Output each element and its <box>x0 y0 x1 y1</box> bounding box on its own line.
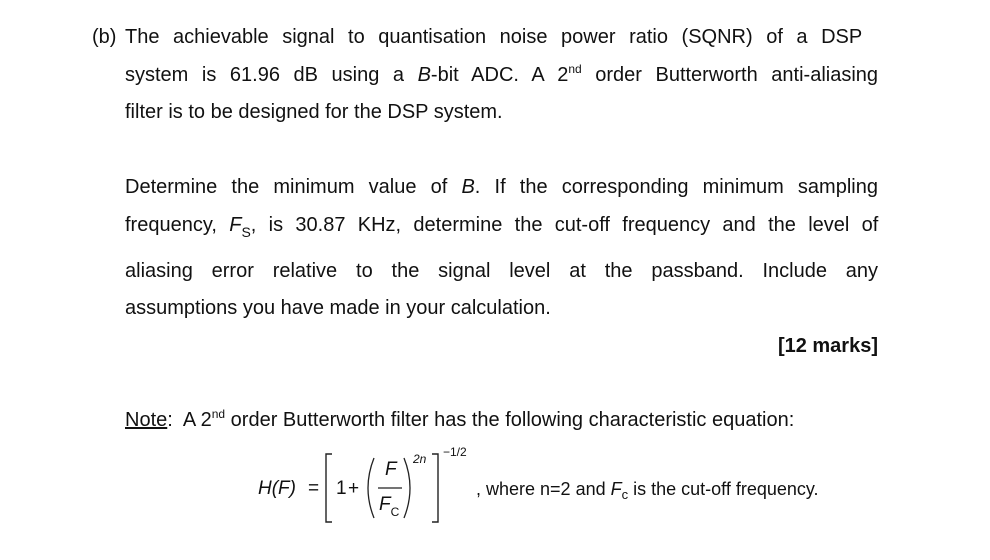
equation-plus: + <box>348 478 360 499</box>
para1-line2-a: system is 61.96 dB using a <box>125 64 418 86</box>
para2-line1-c: . If the corresponding minimum sampling <box>474 176 878 198</box>
para2-line2-c: , is 30.87 KHz, determine the cut-off fr… <box>250 214 879 236</box>
note-text-b: order Butterworth filter has the followi… <box>225 409 795 431</box>
left-square-bracket <box>325 453 332 523</box>
tail-b: is the cut-off frequency. <box>628 479 819 499</box>
ordinal-sup: nd <box>211 407 226 421</box>
right-paren <box>403 457 411 519</box>
right-square-bracket <box>432 453 439 523</box>
variable-f: F <box>229 214 242 236</box>
tail-f: F <box>610 479 622 499</box>
left-paren <box>367 457 375 519</box>
equation-numerator: F <box>385 459 397 481</box>
note-label: Note <box>125 409 168 431</box>
equation-lhs: H(F) <box>258 478 296 500</box>
note-colon: : <box>167 409 173 431</box>
denominator-f: F <box>379 494 391 515</box>
para1-line2: system is 61.96 dB using a B-bit ADC. A … <box>125 62 879 87</box>
para1-line1: The achievable signal to quantisation no… <box>125 26 862 49</box>
para2-line3: aliasing error relative to the signal le… <box>125 260 879 282</box>
note-text-a: A 2 <box>182 409 212 431</box>
numerator-f: F <box>385 459 397 480</box>
para2-line1: Determine the minimum value of B. If the… <box>125 176 878 199</box>
para2-line4: assumptions you have made in your calcul… <box>125 297 551 319</box>
exponent-inner-text: 2n <box>413 452 427 466</box>
para2-line1-a: Determine the minimum value of <box>125 176 462 198</box>
para2-line2: frequency, FS, is 30.87 KHz, determine t… <box>125 214 879 240</box>
subscript-s: S <box>241 224 251 240</box>
variable-b: B <box>461 176 475 198</box>
exponent-outer: −1/2 <box>443 445 467 459</box>
para1-line2-c: -bit ADC. A 2 <box>430 64 569 86</box>
denominator-sub: C <box>390 505 400 519</box>
para2-line2-a: frequency, <box>125 214 230 236</box>
tail-sub: c <box>621 487 629 502</box>
equation-equals: = <box>308 478 320 499</box>
equation-tail: , where n=2 and Fc is the cut-off freque… <box>476 479 819 502</box>
equation-denominator: FC <box>379 494 400 519</box>
equation-brackets <box>325 453 439 523</box>
note-line: Note: A 2nd order Butterworth filter has… <box>125 407 795 432</box>
para1-line1-text: The achievable signal to quantisation no… <box>125 26 863 48</box>
equation-lhs-text: H(F) <box>258 478 296 499</box>
question-label: (b) <box>92 26 117 48</box>
ordinal-sup: nd <box>568 62 582 76</box>
equation-one: 1 <box>336 478 347 499</box>
para1-line3: filter is to be designed for the DSP sys… <box>125 101 503 123</box>
tail-a: , where n=2 and <box>476 479 611 499</box>
para1-line2-d: order Butterworth anti-aliasing <box>581 64 879 86</box>
exponent-inner: 2n <box>413 452 426 466</box>
variable-b: B <box>417 64 431 86</box>
marks-label: [12 marks] <box>777 335 878 357</box>
